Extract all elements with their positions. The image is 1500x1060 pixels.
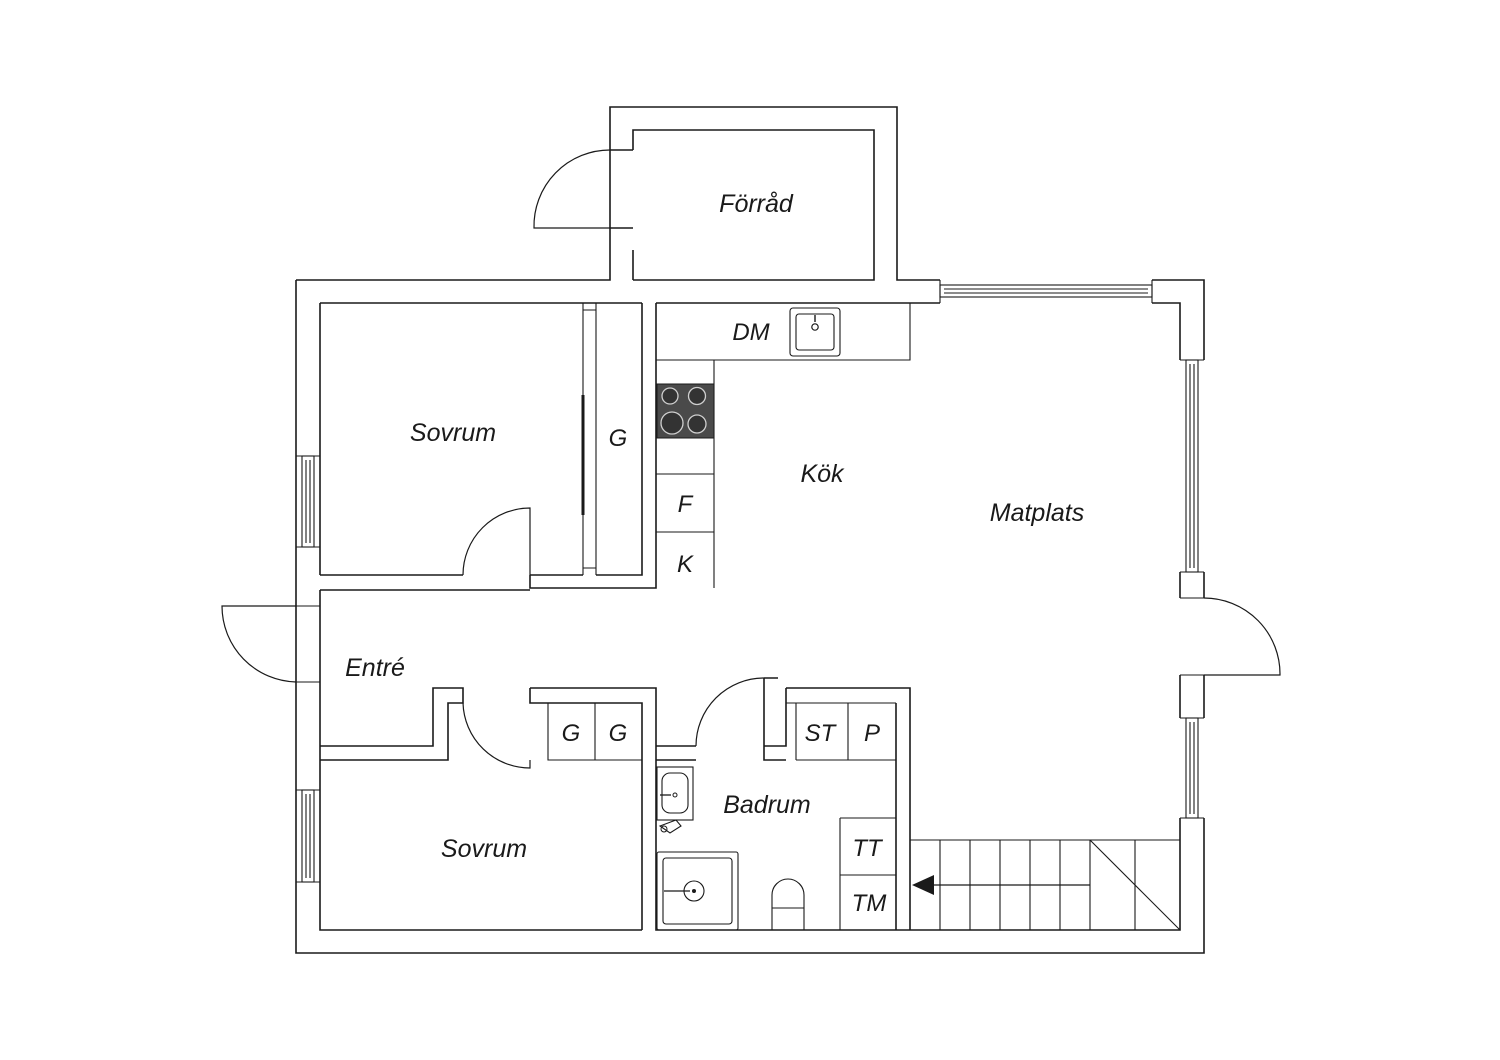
stairs (910, 839, 1181, 931)
room-label-dining: Matplats (990, 499, 1084, 527)
windows (301, 284, 1199, 883)
window-right-top (1185, 359, 1199, 573)
fixture-label-washer: TM (852, 890, 887, 917)
fixture-label-wardrobe-1: G (562, 720, 581, 747)
stair-arrow-icon (912, 875, 1090, 895)
fixture-label-cabinet-p: P (864, 720, 880, 747)
fixture-label-freezer: K (677, 551, 694, 578)
window-top (939, 284, 1153, 298)
shower-icon (656, 851, 739, 931)
fixture-label-wardrobe-top: G (609, 425, 628, 452)
window-right-bottom (1185, 717, 1199, 819)
door-bathroom (695, 677, 765, 747)
toilet-icon (771, 878, 805, 930)
bathroom-fixtures (656, 766, 805, 931)
window-left-top (301, 455, 315, 548)
fixture-label-dryer: TT (852, 835, 884, 862)
room-label-bedroom-bottom: Sovrum (441, 835, 527, 863)
fixture-label-dishwasher: DM (732, 319, 769, 346)
door-terrace (1203, 597, 1281, 676)
room-label-kitchen: Kök (800, 460, 845, 488)
faucet-icon (658, 819, 682, 834)
stove-icon (656, 383, 715, 439)
doors (221, 149, 1281, 769)
room-labels: Förråd Sovrum Kök Matplats Entré Badrum … (345, 190, 1084, 863)
interior-walls (319, 303, 911, 931)
fixture-labels: G DM F K G G ST P TT TM (562, 319, 887, 917)
fixture-label-fridge: F (678, 491, 694, 518)
room-label-storage: Förråd (719, 190, 794, 218)
door-bedroom-bottom (462, 702, 531, 769)
room-label-entrance: Entré (345, 654, 405, 682)
fixture-label-storage-cabinet: ST (805, 720, 838, 747)
exterior-walls (295, 106, 1205, 954)
sink-icon (789, 307, 841, 357)
window-left-bottom (301, 789, 315, 883)
fixture-label-wardrobe-2: G (609, 720, 628, 747)
door-bedroom-top (462, 507, 531, 576)
door-entrance (221, 605, 297, 683)
kitchen-fixtures (656, 307, 841, 533)
door-storage (533, 149, 611, 229)
room-label-bedroom-top: Sovrum (410, 419, 496, 447)
room-label-bathroom: Badrum (723, 791, 811, 819)
washbasin-icon (656, 766, 694, 821)
